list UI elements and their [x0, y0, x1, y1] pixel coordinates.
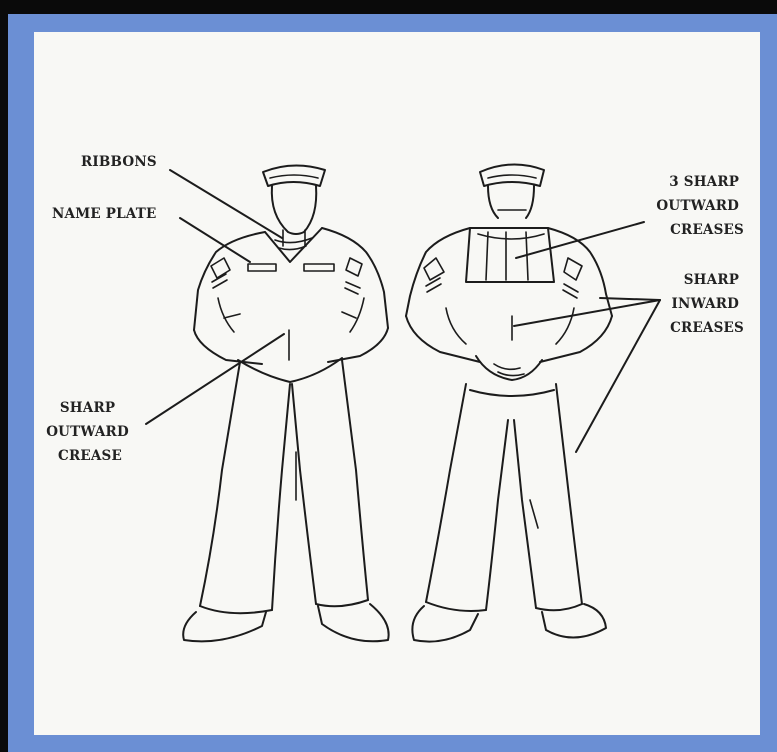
- label-ribbons: RIBBONS: [81, 154, 157, 170]
- label-3-sharp-outward-creases: 3 SHARP OUTWARD CREASES: [656, 174, 744, 238]
- paper-panel: [34, 32, 760, 735]
- label-name-plate: NAME PLATE: [52, 206, 156, 222]
